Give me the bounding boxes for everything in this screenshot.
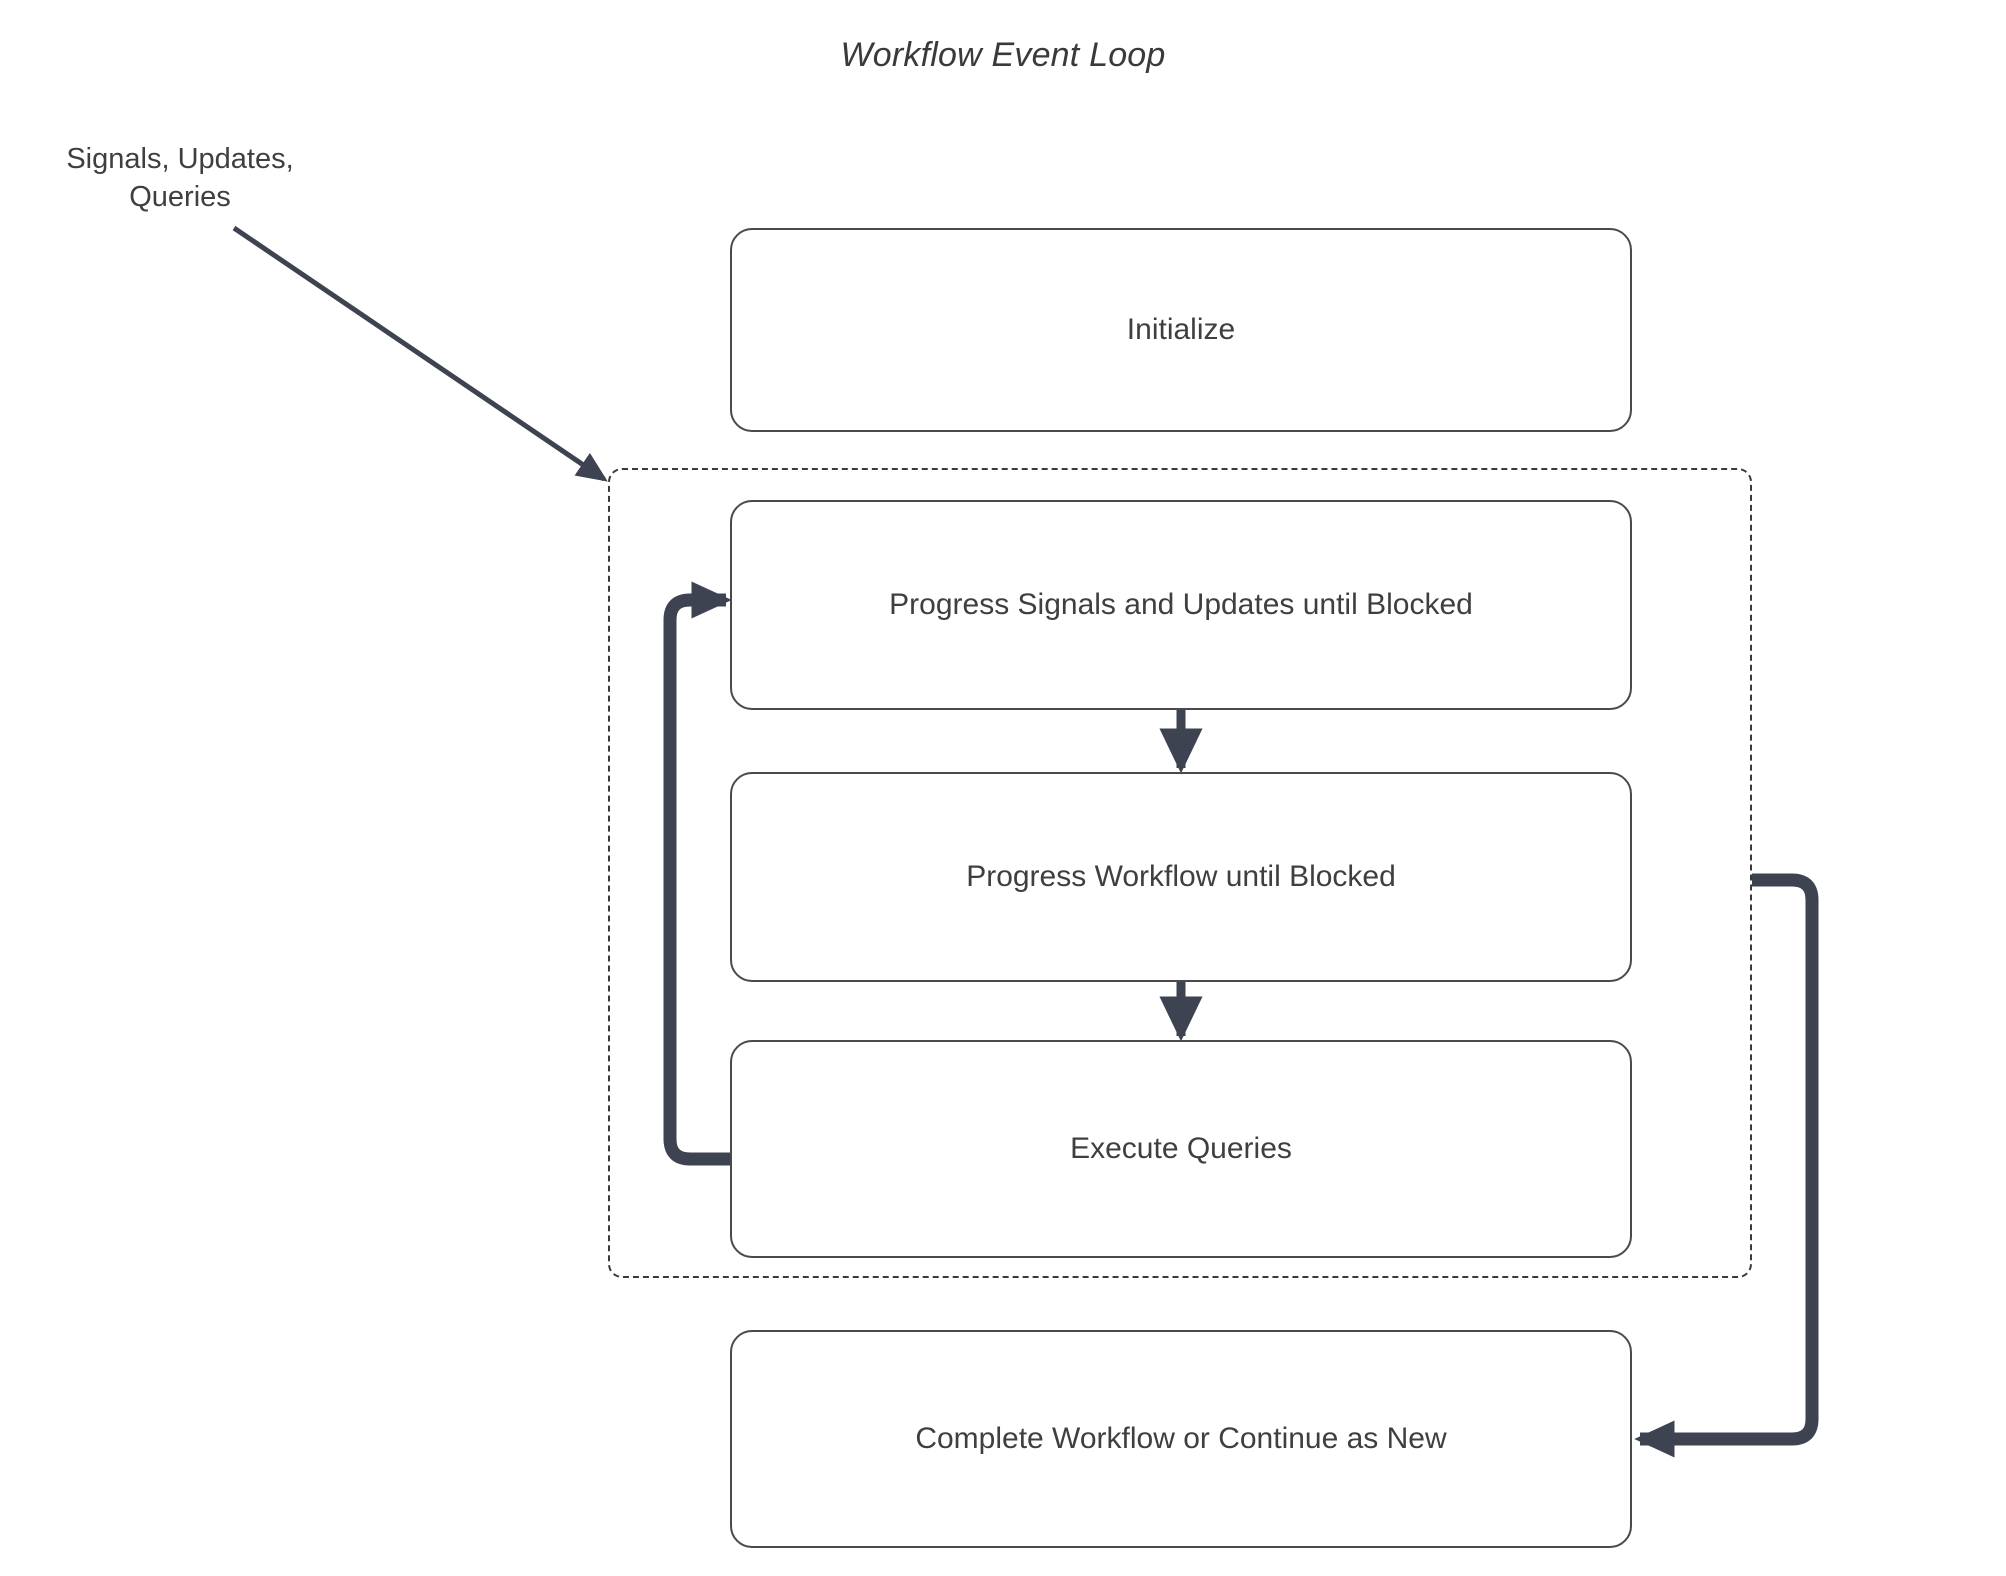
edge-external-input [232, 225, 608, 482]
external-input-label: Signals, Updates, Queries [20, 140, 340, 217]
node-initialize-label: Initialize [1126, 313, 1236, 347]
node-progress-workflow-label: Progress Workflow until Blocked [966, 860, 1396, 894]
external-input-label-line2: Queries [129, 181, 231, 214]
node-progress-workflow[interactable]: Progress Workflow until Blocked [730, 772, 1632, 982]
node-execute-queries[interactable]: Execute Queries [730, 1040, 1632, 1258]
external-input-label-line1: Signals, Updates, [66, 143, 294, 175]
node-progress-signals-label: Progress Signals and Updates until Block… [889, 588, 1473, 622]
edge-queries-loopback [663, 581, 732, 1166]
node-execute-queries-label: Execute Queries [1070, 1132, 1292, 1166]
edge-loop-to-complete [1634, 873, 1819, 1458]
node-complete-workflow-label: Complete Workflow or Continue as New [915, 1422, 1447, 1456]
node-progress-signals-and-updates[interactable]: Progress Signals and Updates until Block… [730, 500, 1632, 710]
node-complete-workflow[interactable]: Complete Workflow or Continue as New [730, 1330, 1632, 1548]
page-title: Workflow Event Loop [840, 36, 1166, 74]
node-initialize[interactable]: Initialize [730, 228, 1632, 432]
